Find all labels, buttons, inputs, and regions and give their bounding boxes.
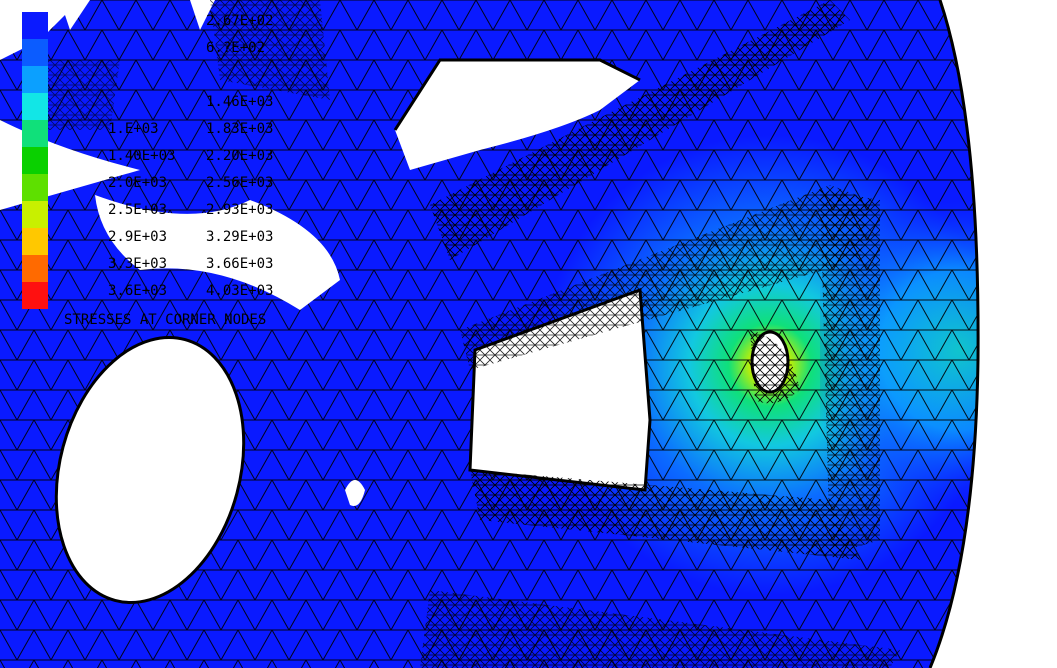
legend-swatch bbox=[22, 12, 48, 39]
legend-swatch bbox=[22, 228, 48, 255]
legend-swatch bbox=[22, 174, 48, 201]
legend-swatch bbox=[22, 93, 48, 120]
legend-max-label: 3.29E+03 bbox=[206, 229, 274, 245]
legend-min-label: 1.E+03 bbox=[108, 121, 159, 137]
legend-max-label: 1.46E+03 bbox=[206, 94, 274, 110]
legend-max-label: 2.20E+03 bbox=[206, 148, 274, 164]
legend-swatch bbox=[22, 282, 48, 309]
legend-swatch bbox=[22, 147, 48, 174]
legend-max-label: 3.66E+03 bbox=[206, 256, 274, 272]
outline bbox=[54, 0, 980, 668]
legend-min-label: 3.6E+03 bbox=[108, 283, 168, 299]
legend-min-label: 1.40E+03 bbox=[108, 148, 176, 164]
legend-min-label: 2.0E+03 bbox=[108, 175, 168, 191]
legend-max-label: 2.56E+03 bbox=[206, 175, 274, 191]
legend-swatch bbox=[22, 255, 48, 282]
legend-max-label: 6.?E+02 bbox=[206, 40, 266, 56]
legend-swatch bbox=[22, 120, 48, 147]
legend-swatch bbox=[22, 66, 48, 93]
legend-max-label: 2.93E+03 bbox=[206, 202, 274, 218]
legend-min-label: 2.9E+03 bbox=[108, 229, 168, 245]
legend-min-label: 3.3E+03 bbox=[108, 256, 168, 272]
stress-legend: 2.67E+02 6.?E+02 1.46E+03 1.E+03 1.83E+03 1.4… bbox=[20, 12, 320, 332]
spoke-edges bbox=[40, 0, 900, 668]
legend-min-label: 2.5E+03 bbox=[108, 202, 168, 218]
legend-swatch bbox=[22, 39, 48, 66]
legend-max-label: 4.03E+03 bbox=[206, 283, 274, 299]
legend-swatch bbox=[22, 201, 48, 228]
legend-caption: STRESSES AT CORNER NODES bbox=[64, 312, 267, 328]
legend-max-label: 2.67E+02 bbox=[206, 13, 274, 29]
legend-max-label: 1.83E+03 bbox=[206, 121, 274, 137]
